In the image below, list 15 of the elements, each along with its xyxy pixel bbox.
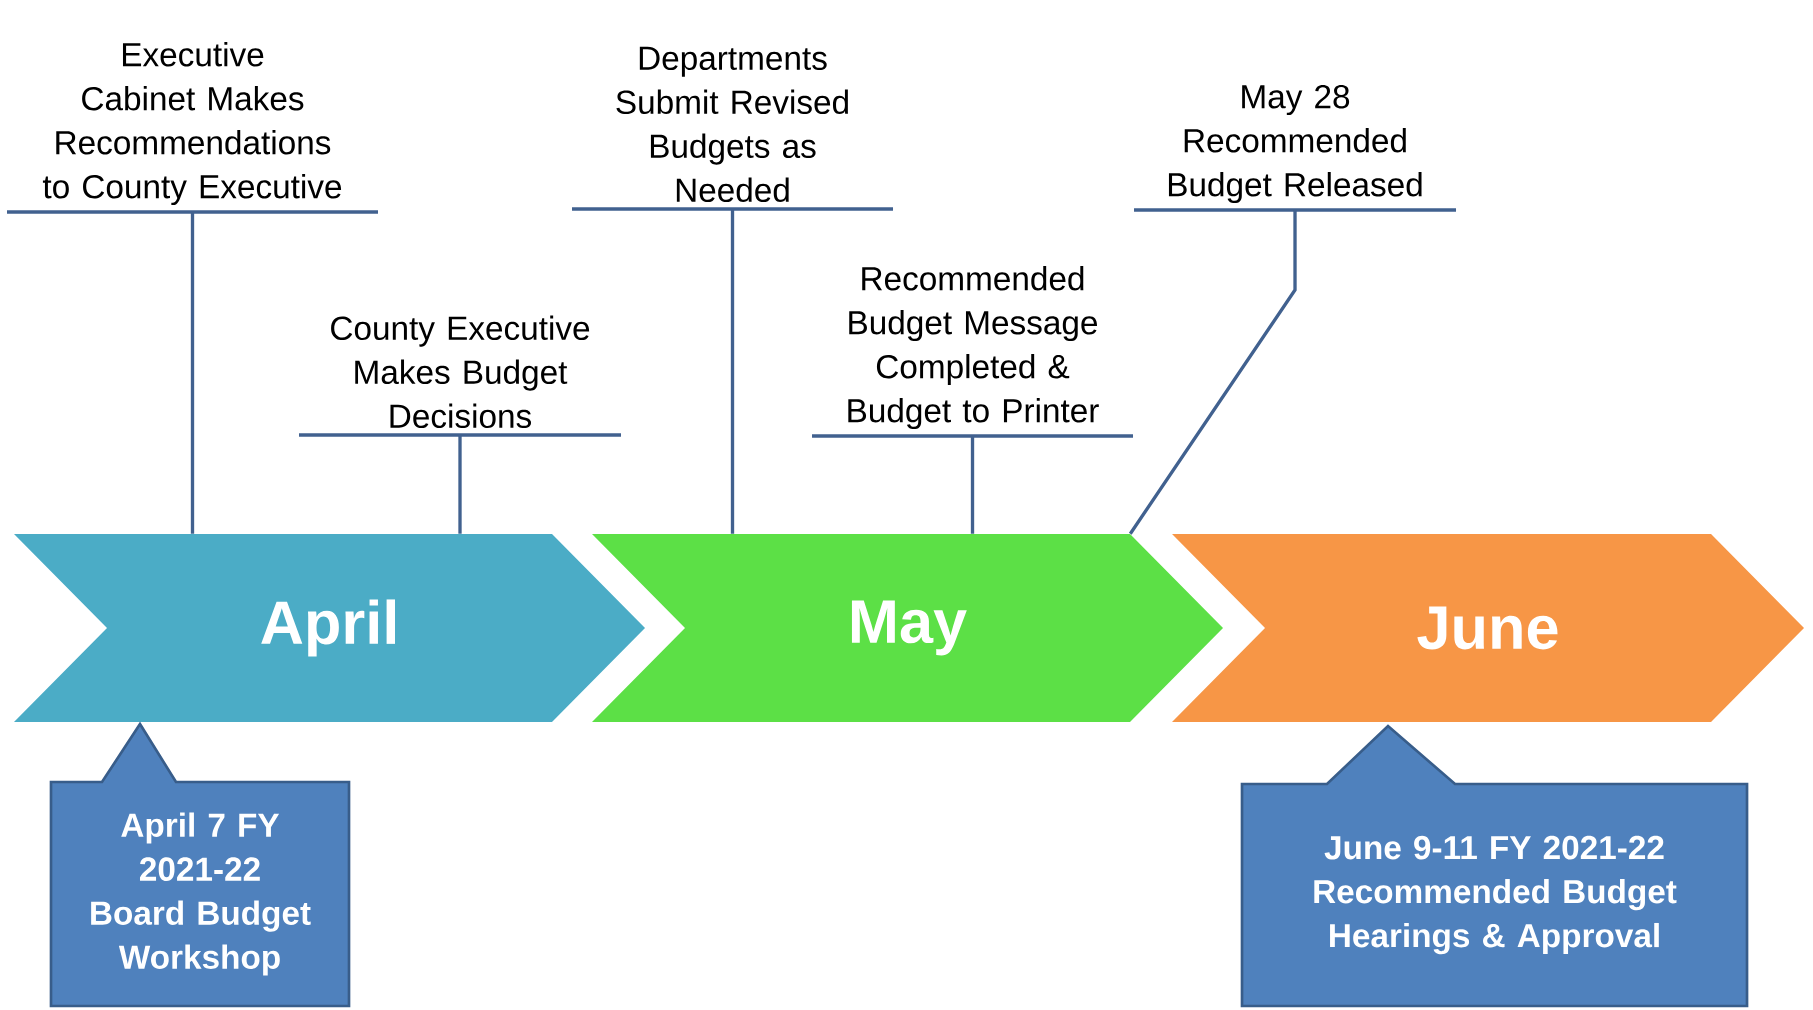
leader-line: [458, 435, 462, 534]
callout-box: June 9-11 FY 2021-22 Recommended Budget Hearings & Approval: [1240, 724, 1749, 1008]
month-band: June: [1172, 534, 1804, 722]
month-band: April: [14, 534, 645, 722]
milestone-label: Executive Cabinet Makes Recommendations to County Executive: [7, 42, 378, 214]
leader-line: [1128, 210, 1297, 535]
leader-line: [970, 436, 975, 534]
month-band: May: [592, 534, 1223, 722]
milestone-label: Recommended Budget Message Completed & Budget to Printer: [812, 266, 1133, 438]
milestone-label: County Executive Makes Budget Decisions: [299, 315, 621, 437]
leader-line: [190, 212, 195, 534]
leader-line: [730, 209, 735, 534]
milestone-label: Departments Submit Revised Budgets as Needed: [572, 46, 893, 211]
callout-box: April 7 FY 2021-22 Board Budget Workshop: [49, 721, 351, 1008]
milestone-label: May 28 Recommended Budget Released: [1134, 84, 1456, 212]
